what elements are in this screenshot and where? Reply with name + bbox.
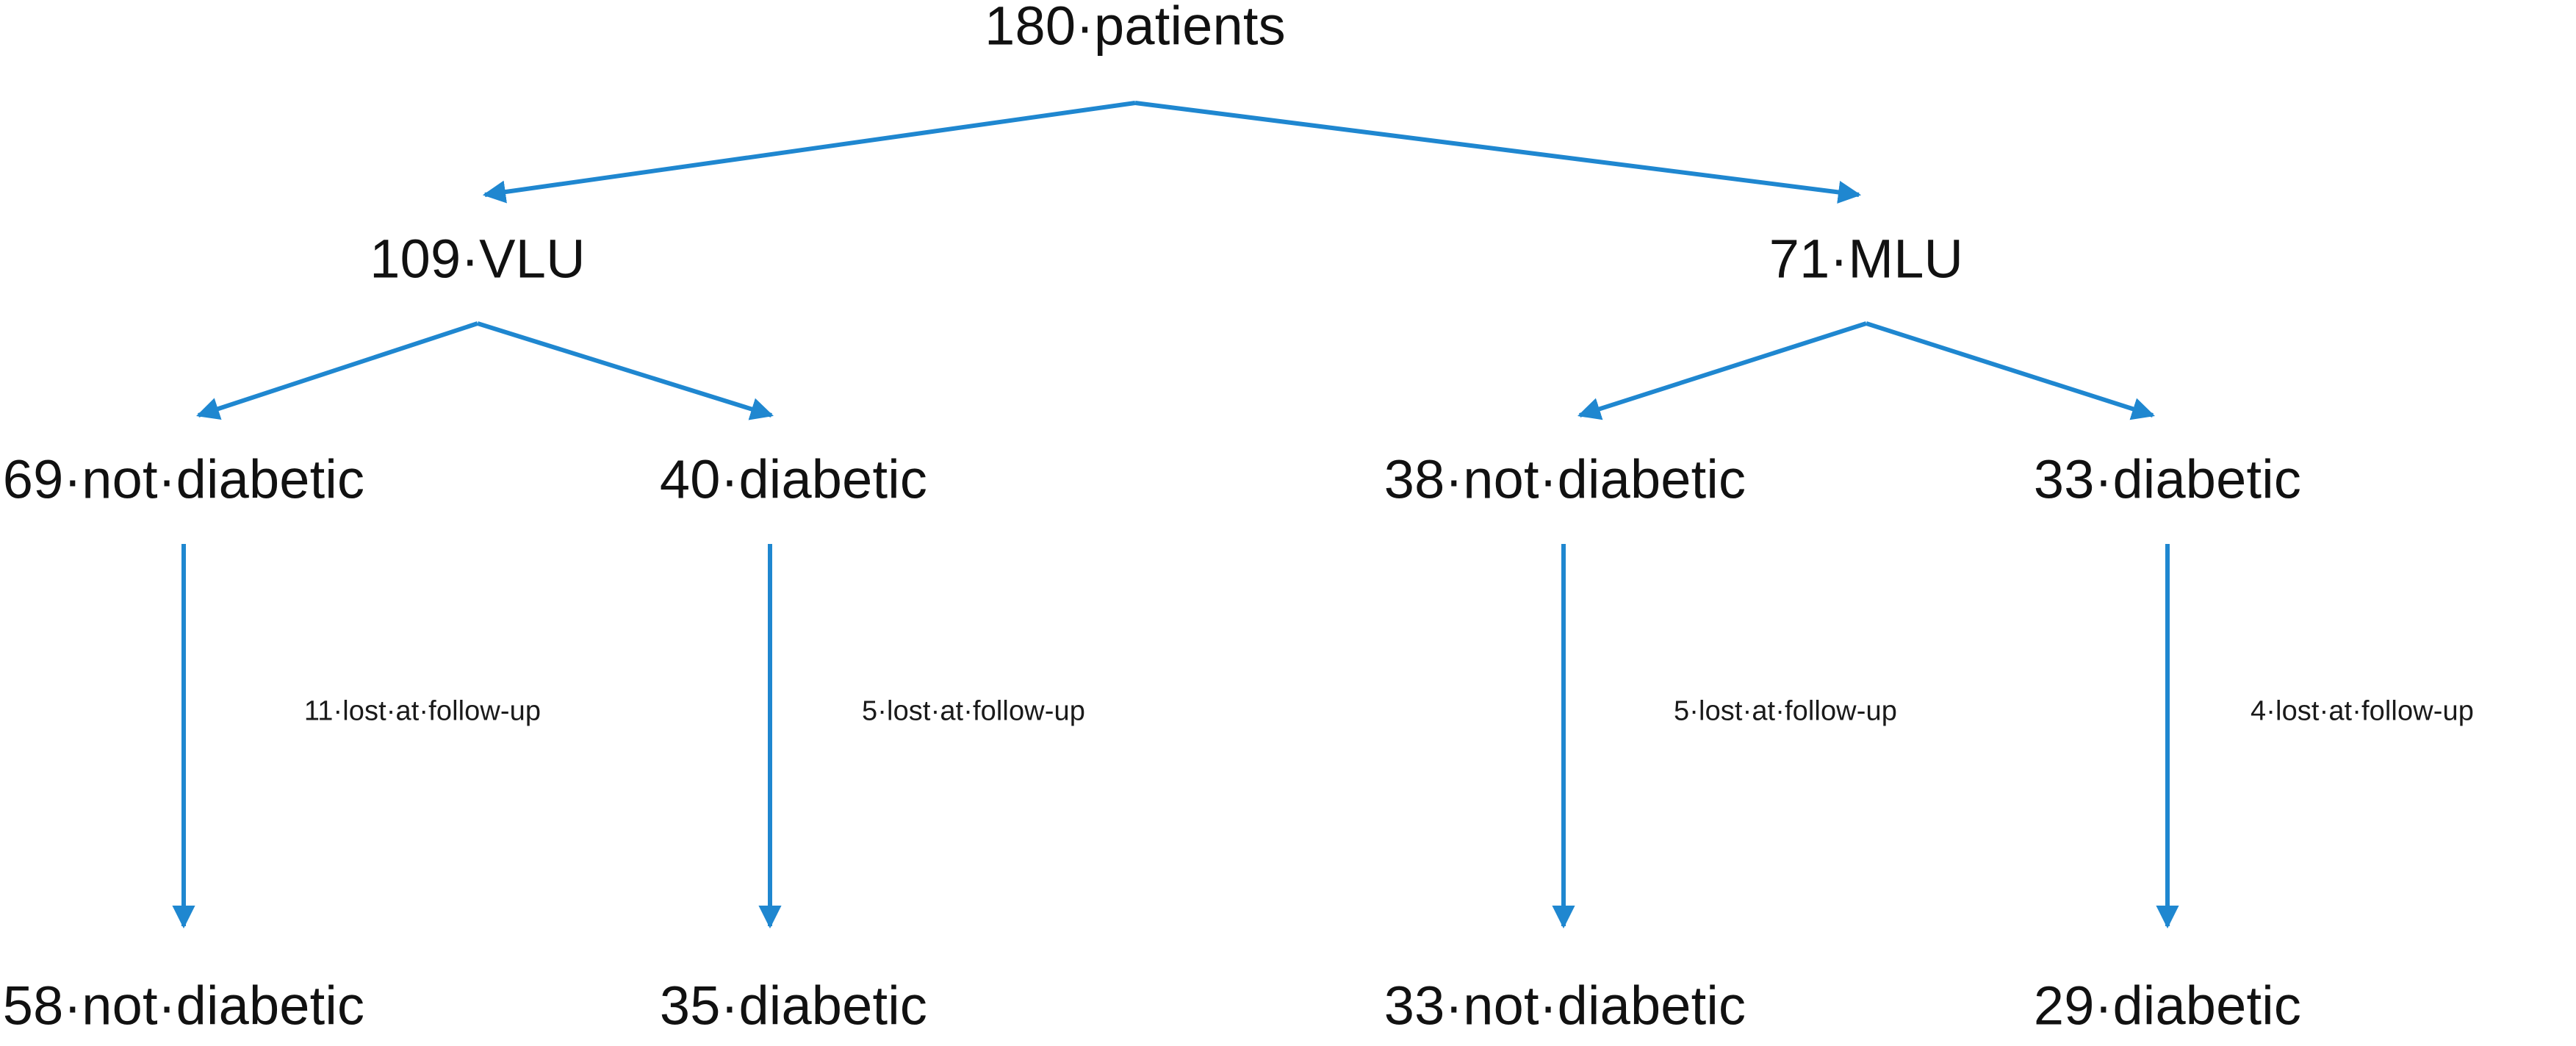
edge-label-mlu-diabetic-lost: 4·lost·at·follow-up [2251,695,2474,727]
node-mlu-diabetic-final: 29·diabetic [2033,975,2302,1036]
node-root-patients: 180·patients [985,0,1286,57]
node-vlu-not-diabetic: 69·not·diabetic [2,448,365,510]
edge-mlu-to-diabetic [1866,321,2155,420]
edge-root-to-vlu [482,101,1136,204]
node-vlu: 109·VLU [370,228,586,290]
node-mlu-diabetic: 33·diabetic [2033,448,2302,510]
node-vlu-diabetic: 40·diabetic [659,448,928,510]
edge-vlu-to-diabetic [477,321,774,420]
edge-label-vlu-diabetic-lost: 5·lost·at·follow-up [862,695,1085,727]
edge-label-mlu-not-diabetic-lost: 5·lost·at·follow-up [1674,695,1897,727]
edge-root-to-mlu [1134,101,1862,204]
node-mlu-not-diabetic: 38·not·diabetic [1384,448,1746,510]
edge-vlu-to-not-diabetic [196,321,478,420]
node-vlu-diabetic-final: 35·diabetic [659,975,928,1036]
edge-label-vlu-not-diabetic-lost: 11·lost·at·follow-up [303,695,542,727]
node-mlu-not-diabetic-final: 33·not·diabetic [1384,975,1746,1036]
node-vlu-not-diabetic-final: 58·not·diabetic [2,975,365,1036]
edge-mlu-to-not-diabetic [1577,321,1867,420]
node-mlu: 71·MLU [1769,228,1964,290]
